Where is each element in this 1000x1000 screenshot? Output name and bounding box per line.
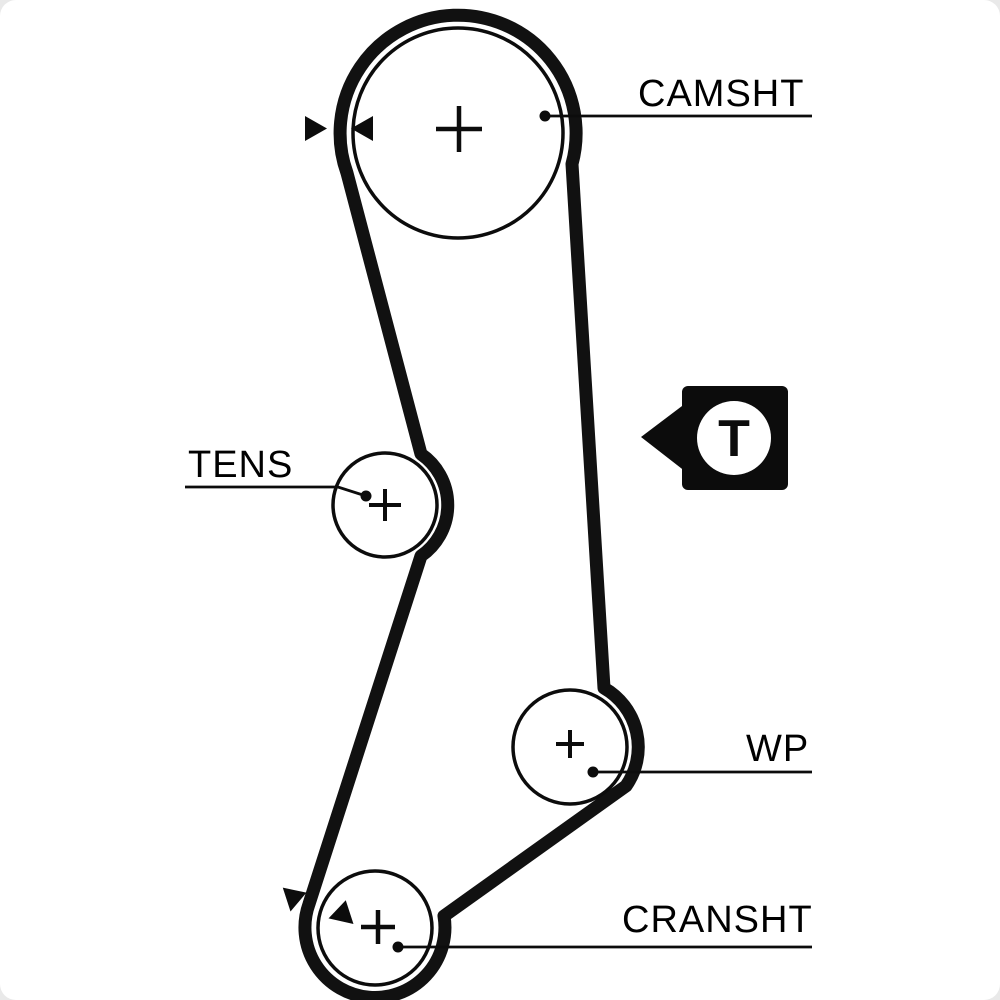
crankshaft-timing-mark-right-icon — [328, 900, 354, 924]
crankshaft-label: CRANSHT — [622, 899, 813, 941]
left-arrow-icon — [641, 403, 686, 472]
tension-indicator-letter: T — [718, 410, 750, 468]
tensioner-leader-line — [185, 485, 367, 498]
tension-indicator-circle — [697, 401, 771, 475]
tensioner-center-mark — [369, 489, 401, 521]
camshaft-label: CAMSHT — [638, 73, 804, 115]
crankshaft-center-mark — [361, 910, 395, 944]
camshaft-timing-mark-right-icon — [351, 116, 373, 141]
tensioner-label: TENS — [188, 444, 293, 486]
water-pump-label: WP — [746, 728, 809, 770]
timing-belt — [298, 8, 645, 1000]
crankshaft-timing-mark-left-icon — [282, 887, 307, 912]
tension-indicator-badge: T — [641, 386, 788, 490]
camshaft-timing-mark-left-icon — [305, 116, 327, 141]
water-pump-center-mark — [556, 730, 584, 758]
camshaft-center-mark — [436, 106, 482, 152]
